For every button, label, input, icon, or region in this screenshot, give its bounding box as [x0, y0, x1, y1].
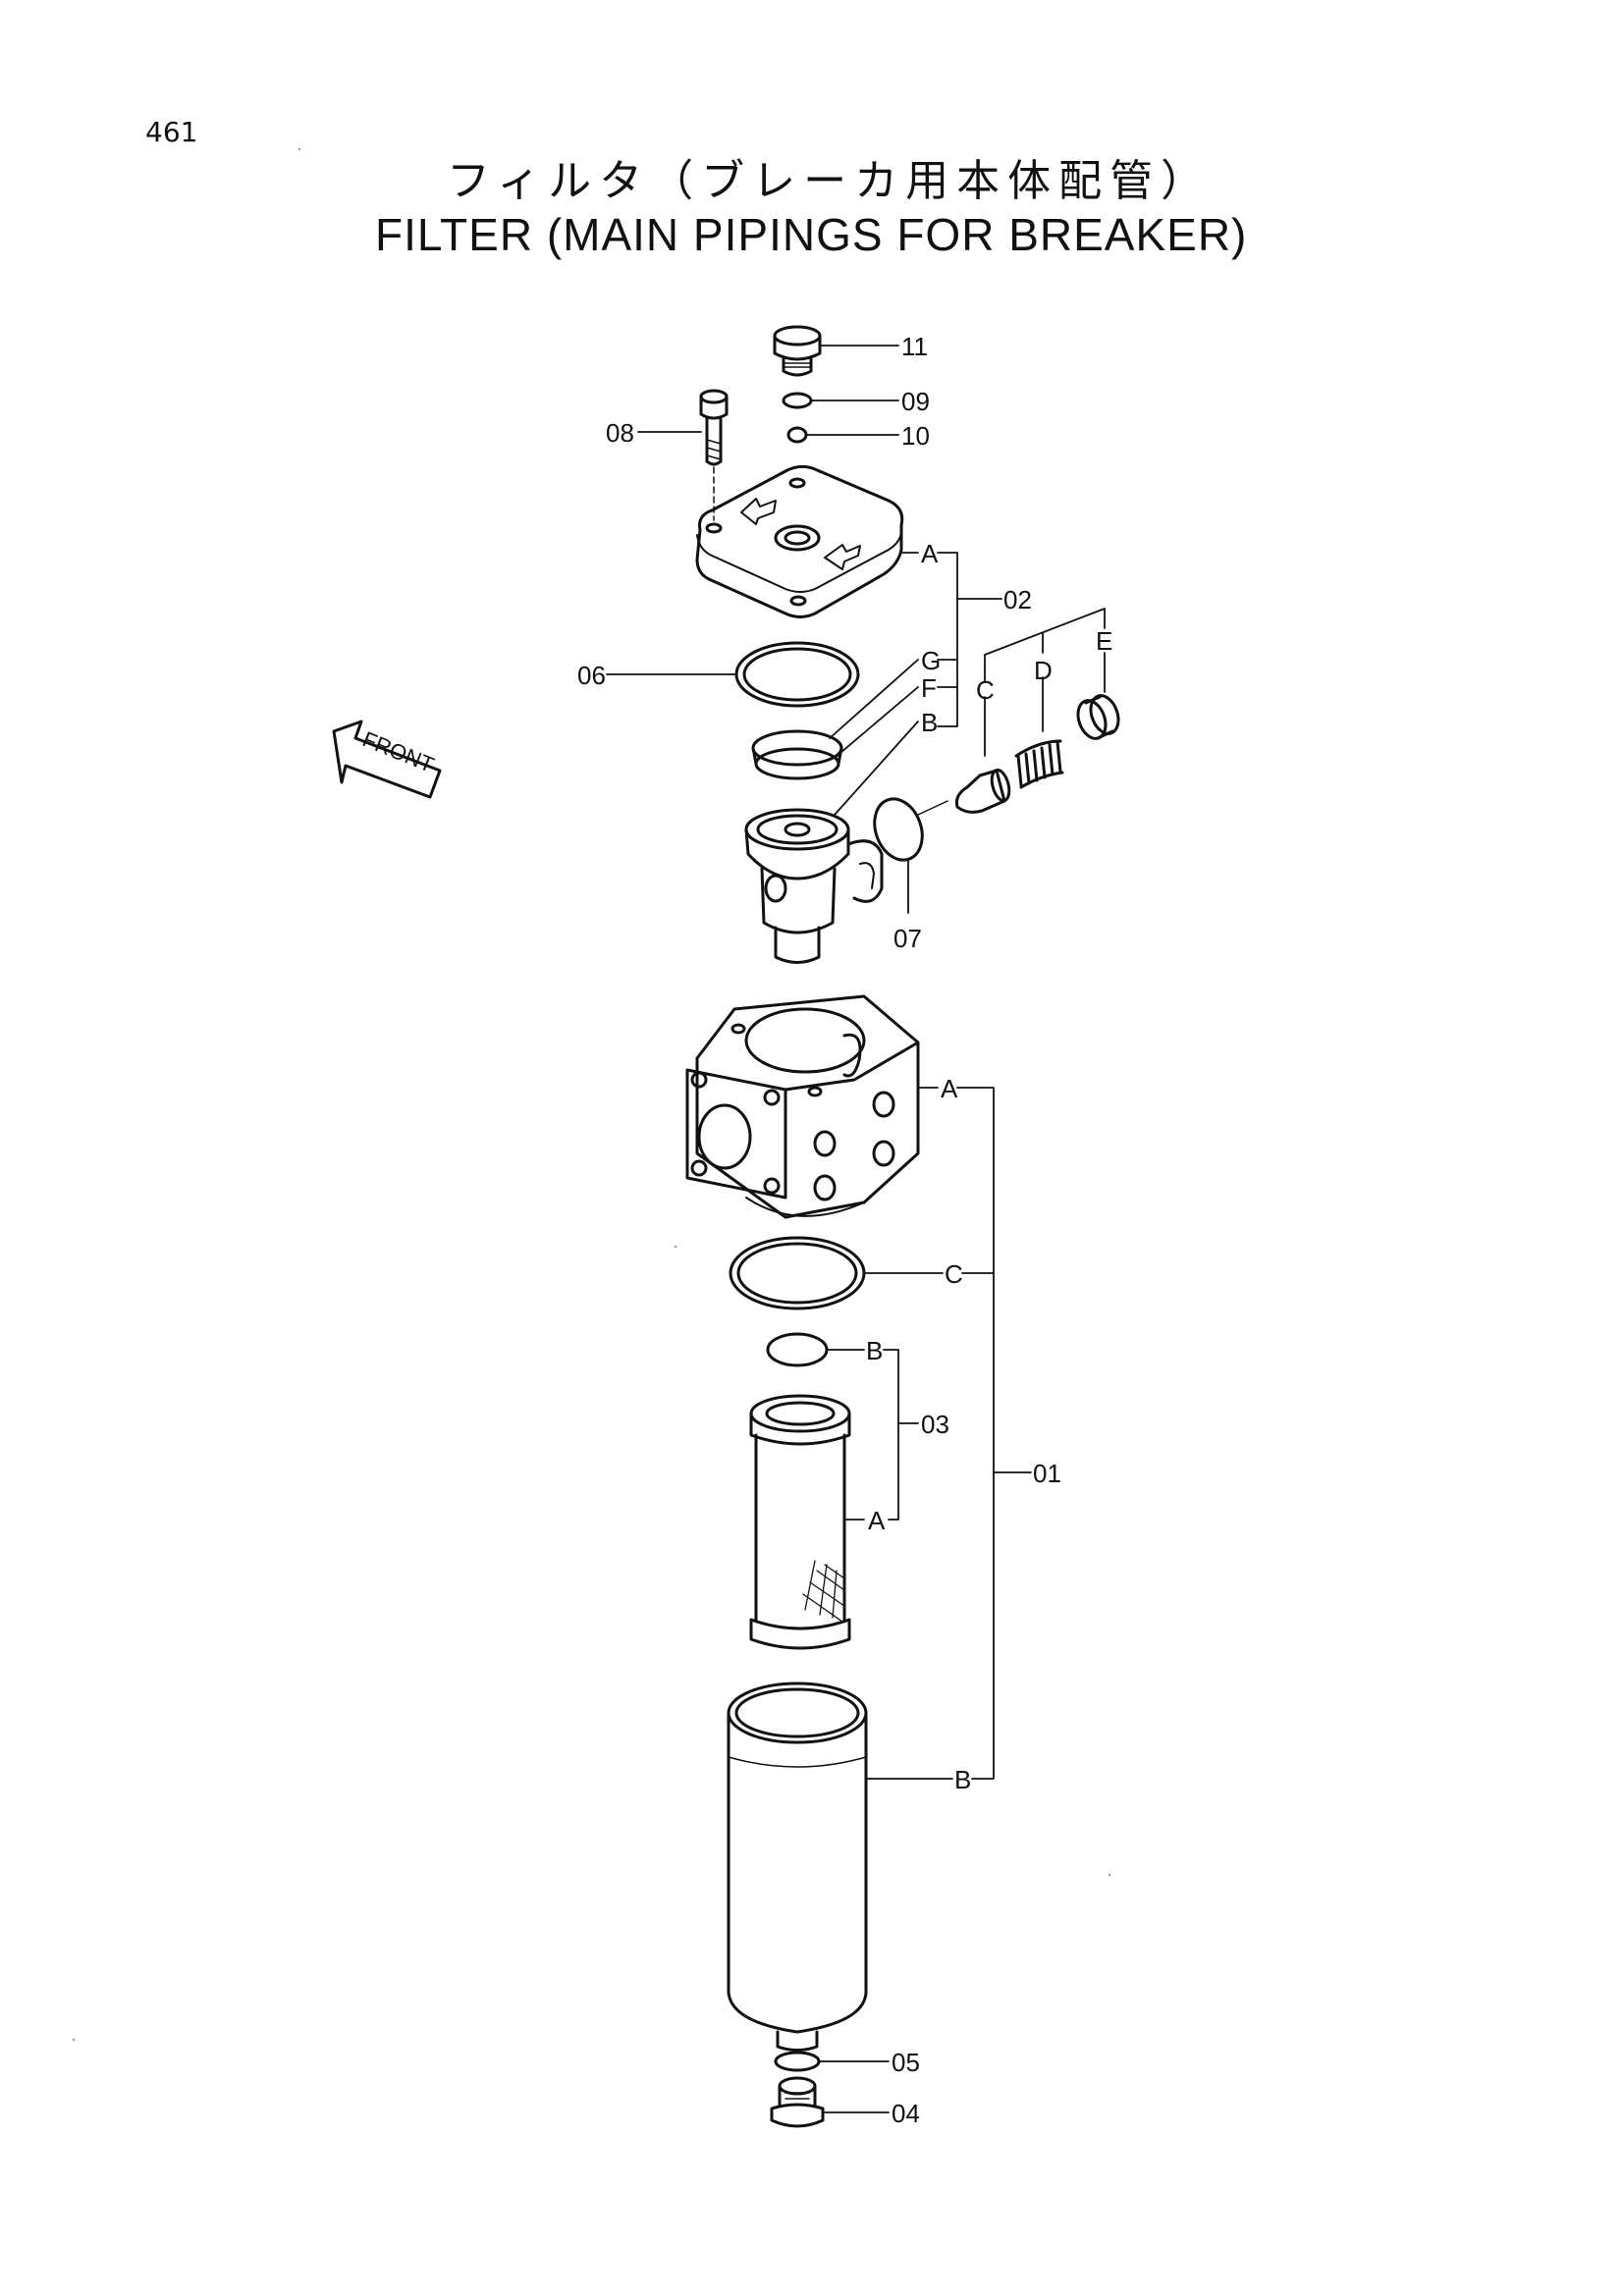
sublabel-oring-C: C: [945, 1259, 963, 1289]
sublabel-valve-D: D: [1034, 656, 1053, 685]
sublabel-valve-B: B: [921, 708, 938, 737]
callout-labels: 11 09 10 08 02 06 07 01 03 05 04 A G F B…: [577, 332, 1112, 2128]
sublabel-cover-A: A: [921, 539, 939, 568]
callout-07: 07: [893, 924, 922, 953]
callout-08: 08: [606, 418, 634, 448]
sublabel-element-B: B: [866, 1336, 883, 1365]
callout-04: 04: [892, 2099, 920, 2128]
page-number: 461: [145, 116, 198, 148]
oring-part-05: [774, 2051, 821, 2072]
callout-02: 02: [1003, 585, 1032, 614]
valve-seat: [751, 729, 843, 780]
sublabel-element-A: A: [868, 1506, 886, 1535]
filter-element: [749, 1394, 851, 1650]
drain-plug-part-04: [770, 2076, 825, 2128]
oring-part-07: [873, 797, 924, 862]
sublabel-valve-C: C: [976, 675, 995, 705]
sublabel-valve-F: F: [921, 673, 937, 703]
bolt-part-08: [699, 389, 729, 521]
oring-part-10: [786, 426, 808, 444]
callout-11: 11: [901, 332, 928, 361]
valve-body: [744, 808, 884, 964]
cover-plate: [695, 464, 904, 618]
title-japanese: フィルタ（ブレーカ用本体配管）: [447, 156, 1213, 206]
valve-part-C: [955, 768, 1011, 814]
plug-part-E: [1076, 694, 1120, 740]
filter-head: [685, 994, 920, 1219]
oring-01-C: [729, 1236, 866, 1310]
plug-part-11: [773, 325, 822, 377]
callout-05: 05: [892, 2048, 920, 2077]
title-english: FILTER (MAIN PIPINGS FOR BREAKER): [375, 209, 1248, 260]
spring-part-D: [1014, 739, 1064, 789]
sublabel-head-A: A: [941, 1074, 958, 1103]
leader-lines: [606, 345, 1106, 2113]
oring-part-09: [782, 392, 813, 409]
oring-part-06: [734, 641, 860, 708]
filter-bowl: [727, 1682, 868, 2052]
callout-06: 06: [577, 661, 606, 690]
oring-03-B: [766, 1332, 829, 1367]
callout-09: 09: [901, 387, 930, 416]
scan-specks: [72, 147, 1111, 2042]
callout-10: 10: [901, 421, 930, 451]
sublabel-bowl-B: B: [954, 1765, 971, 1794]
sublabel-valve-E: E: [1096, 626, 1112, 656]
sublabel-valve-G: G: [921, 646, 941, 675]
front-label: FRONT: [359, 726, 438, 777]
callout-03: 03: [921, 1410, 949, 1439]
front-direction-arrow: FRONT: [332, 720, 442, 799]
callout-01: 01: [1033, 1459, 1061, 1488]
